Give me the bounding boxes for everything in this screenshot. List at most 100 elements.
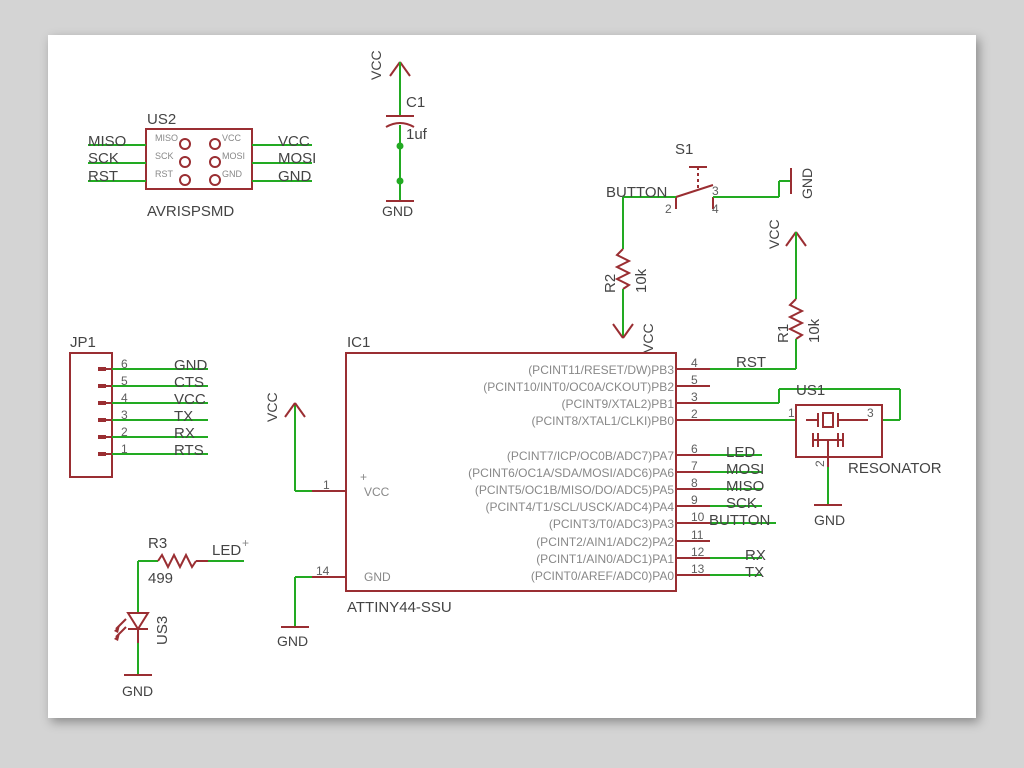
us2-pad	[209, 174, 221, 186]
us1-ref: US1	[796, 382, 825, 399]
jp1-net: RX	[174, 425, 195, 442]
us2-pad	[179, 138, 191, 150]
s1-net-button: BUTTON	[606, 184, 667, 201]
r2-body	[614, 248, 632, 290]
vcc-arrow	[785, 231, 797, 247]
jp1-pin-num: 5	[121, 374, 128, 388]
jp1-ref: JP1	[70, 334, 96, 351]
us2-pin-mosi: MOSI	[222, 151, 245, 161]
jp1-net: TX	[174, 408, 193, 425]
ic1-pin-name: (PCINT9/XTAL2)PB1	[562, 397, 675, 411]
r3-body	[157, 552, 197, 570]
ic1-pin-name: (PCINT3/T0/ADC3)PA3	[549, 517, 674, 531]
ic1-gnd-pin-label: GND	[364, 570, 391, 584]
ic1-pin-name: (PCINT4/T1/SCL/USCK/ADC4)PA4	[486, 500, 675, 514]
ic1-pin-num: 2	[691, 407, 698, 421]
us2-pad	[179, 156, 191, 168]
r1-value: 10k	[806, 318, 823, 343]
us2-net-sck: SCK	[88, 150, 119, 167]
us2-pin-miso: MISO	[155, 133, 178, 143]
ic1-pin-num: 14	[316, 564, 330, 578]
s1-pin2: 2	[665, 202, 672, 216]
microcontroller-ic1[interactable]: IC1 ATTINY44-SSU + VCC GND (PCINT11/RESE…	[264, 334, 901, 649]
led-emit-arrowhead	[114, 633, 120, 641]
r3-value: 499	[148, 570, 173, 587]
us3-ref: US3	[154, 616, 171, 645]
resistor-r1[interactable]: VCC R1 10k	[766, 219, 823, 369]
jp1-pin-num: 4	[121, 391, 128, 405]
r3-ref: R3	[148, 535, 167, 552]
ic1-pin-name: (PCINT2/AIN1/ADC2)PA2	[536, 535, 674, 549]
schematic-canvas: .part { stroke: #9a2e32; fill: none; str…	[69, 50, 942, 699]
ic1-pin1-marker: +	[360, 470, 367, 484]
r1-vcc-label: VCC	[766, 219, 782, 249]
us2-pin-rst: RST	[155, 169, 174, 179]
ic1-pin-stubs	[312, 368, 710, 578]
us1-pin3: 3	[867, 406, 874, 420]
ic1-pin-num: 4	[691, 356, 698, 370]
ic1-net-led: LED	[726, 444, 755, 461]
ic1-pin-name: (PCINT11/RESET/DW)PB3	[528, 363, 674, 377]
ic1-value: ATTINY44-SSU	[347, 599, 452, 616]
jp1-pin-num: 3	[121, 408, 128, 422]
us2-pin-vcc: VCC	[222, 133, 242, 143]
vcc-arrow	[795, 231, 807, 247]
vcc-arrow	[294, 402, 306, 418]
us2-pin-sck: SCK	[155, 151, 174, 161]
us2-body	[145, 128, 253, 190]
us2-pin-gnd: GND	[222, 169, 243, 179]
us2-net-mosi: MOSI	[278, 150, 316, 167]
us2-ref: US2	[147, 111, 176, 128]
ic1-pin-name: (PCINT10/INT0/OC0A/CKOUT)PB2	[483, 380, 674, 394]
r2-value: 10k	[633, 268, 650, 293]
ic1-vcc-supply: VCC	[264, 392, 280, 422]
ic1-pin-name: (PCINT7/ICP/OC0B/ADC7)PA7	[507, 449, 674, 463]
jp1-net: RTS	[174, 442, 204, 459]
led-emit-arrow	[115, 618, 127, 630]
ic1-gnd-supply: GND	[277, 633, 308, 649]
r2-ref: R2	[602, 274, 619, 293]
c1-gnd-label: GND	[382, 203, 413, 219]
led-triangle	[126, 612, 150, 631]
ic1-pin-num: 6	[691, 442, 698, 456]
isp-header-us2[interactable]: US2 MISO SCK RST VCC MOSI GND AVRISPSMD …	[88, 111, 316, 220]
resistor-r3[interactable]: R3 499 LED +	[137, 535, 249, 613]
s1-ref: S1	[675, 141, 693, 158]
ic1-ref: IC1	[347, 334, 370, 351]
jp1-net: VCC	[174, 391, 206, 408]
vcc-arrow	[389, 61, 401, 77]
vcc-arrow	[622, 323, 634, 339]
us2-pad	[179, 174, 191, 186]
capacitor-c1[interactable]: VCC C1 1uf GND	[368, 50, 428, 219]
jp1-pin-num: 2	[121, 425, 128, 439]
ic1-pin-num: 9	[691, 493, 698, 507]
schematic-sheet: .part { stroke: #9a2e32; fill: none; str…	[48, 35, 976, 718]
ic1-net-mosi: MOSI	[726, 461, 764, 478]
ic1-net-rx: RX	[745, 547, 766, 564]
vcc-arrow	[612, 323, 624, 339]
resistor-r2[interactable]: R2 10k VCC	[602, 197, 656, 353]
led-plus-marker: +	[242, 536, 249, 550]
us1-pin1: 1	[788, 406, 795, 420]
ic1-net-sck: SCK	[726, 495, 757, 512]
ic1-pin-num: 11	[691, 528, 704, 542]
switch-s1[interactable]: S1 2 3 4 GND BUTTON	[606, 141, 815, 216]
ic1-pin-num: 5	[691, 373, 698, 387]
us2-net-miso: MISO	[88, 133, 126, 150]
ic1-pin-name: (PCINT6/OC1A/SDA/MOSI/ADC6)PA6	[468, 466, 674, 480]
ic1-pin-num: 12	[691, 545, 705, 559]
header-jp1[interactable]: JP1 6 5 4 3 2 1 GND CTS VCC TX	[69, 334, 208, 478]
ic1-pin-num: 3	[691, 390, 698, 404]
ic1-net-tx: TX	[745, 564, 764, 581]
c1-plate-curved	[385, 122, 415, 128]
led-us3[interactable]: US3 GND	[114, 612, 171, 699]
ic1-pin-name: (PCINT0/AREF/ADC0)PA0	[531, 569, 674, 583]
r2-vcc-label: VCC	[640, 323, 656, 353]
resonator-us1[interactable]: US1 1 3 2 RESONATOR GND	[788, 382, 942, 528]
us2-pad	[209, 156, 221, 168]
ic1-pin-num: 13	[691, 562, 705, 576]
jp1-pin-num: 6	[121, 357, 128, 371]
us1-value: RESONATOR	[848, 460, 942, 477]
us2-value: AVRISPSMD	[147, 203, 234, 220]
c1-value: 1uf	[406, 126, 428, 143]
